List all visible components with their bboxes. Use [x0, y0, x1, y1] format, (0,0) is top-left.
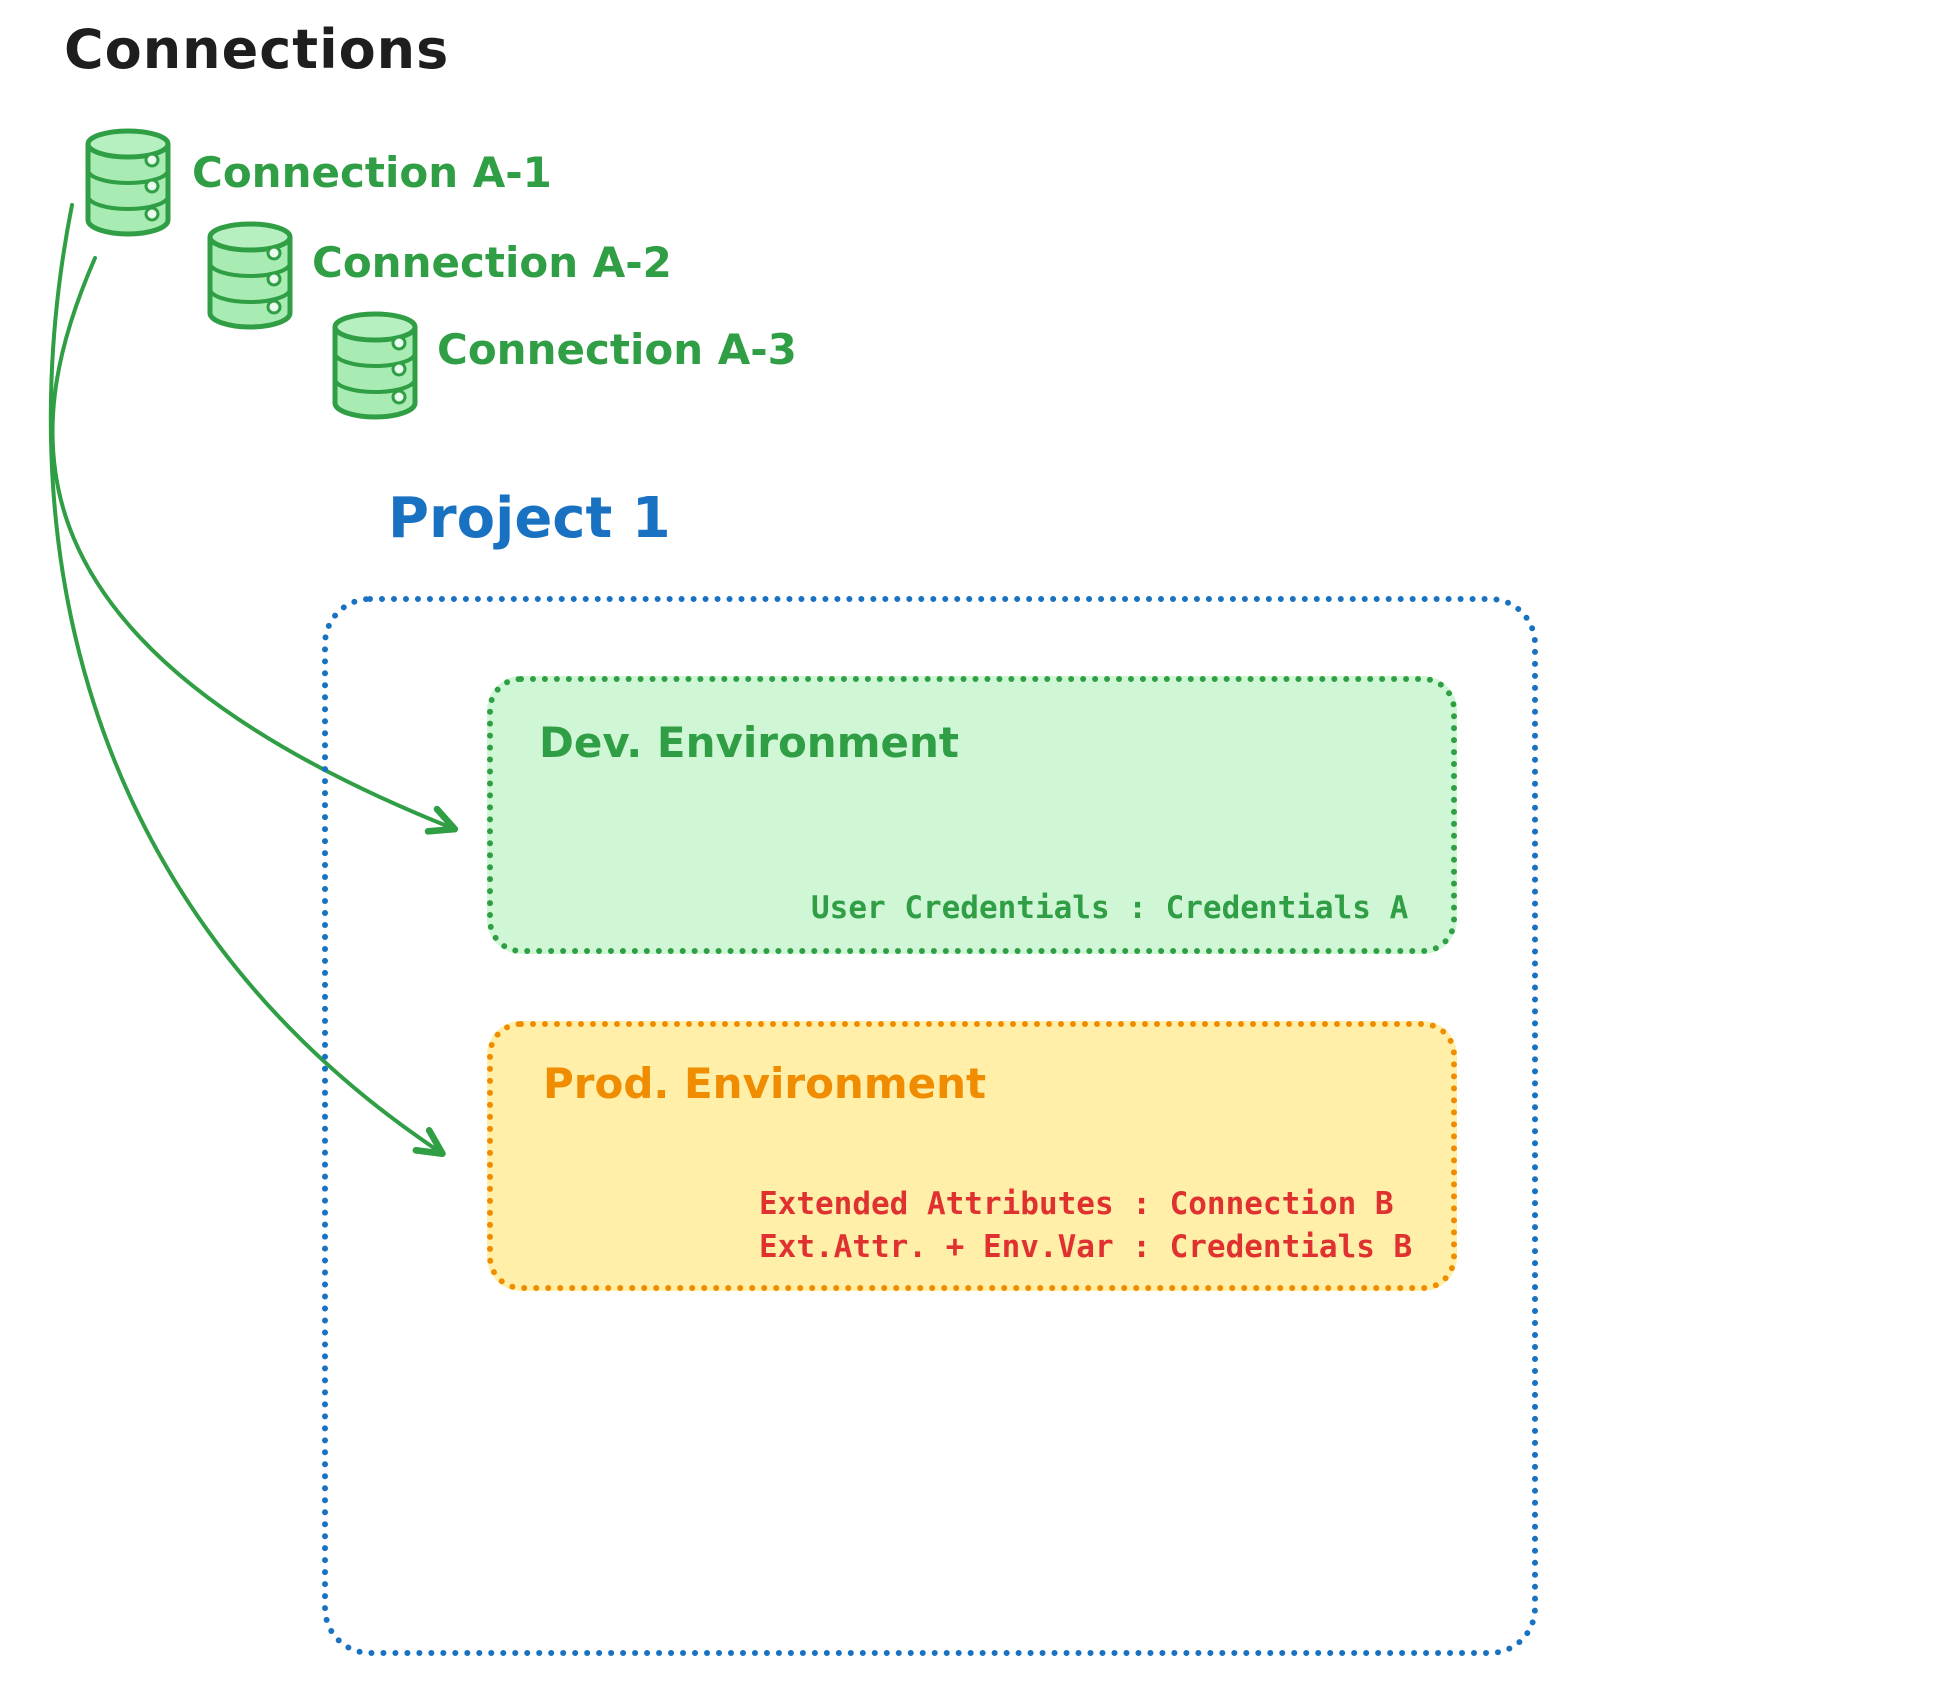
prod-credentials-text: Extended Attributes : Connection B Ext.A… [759, 1183, 1412, 1270]
dev-environment-title: Dev. Environment [539, 718, 959, 767]
connection-a1-label: Connection A-1 [192, 148, 552, 197]
database-icon [327, 305, 423, 423]
connections-title: Connections [64, 18, 450, 81]
prod-environment-box: Prod. Environment Extended Attributes : … [487, 1021, 1457, 1291]
prod-attributes-line: Extended Attributes : Connection B [759, 1186, 1394, 1222]
project-title: Project 1 [388, 486, 671, 551]
database-icon [80, 122, 176, 240]
prod-credentials-line: Ext.Attr. + Env.Var : Credentials B [759, 1229, 1413, 1266]
dev-credentials-text: User Credentials : Credentials A [811, 890, 1409, 926]
dev-environment-box: Dev. Environment User Credentials : Cred… [487, 676, 1457, 954]
connection-a3-label: Connection A-3 [437, 325, 797, 374]
prod-environment-title: Prod. Environment [543, 1059, 987, 1108]
connection-a2-label: Connection A-2 [312, 238, 672, 287]
database-icon [202, 215, 298, 333]
project-container [322, 596, 1538, 1656]
